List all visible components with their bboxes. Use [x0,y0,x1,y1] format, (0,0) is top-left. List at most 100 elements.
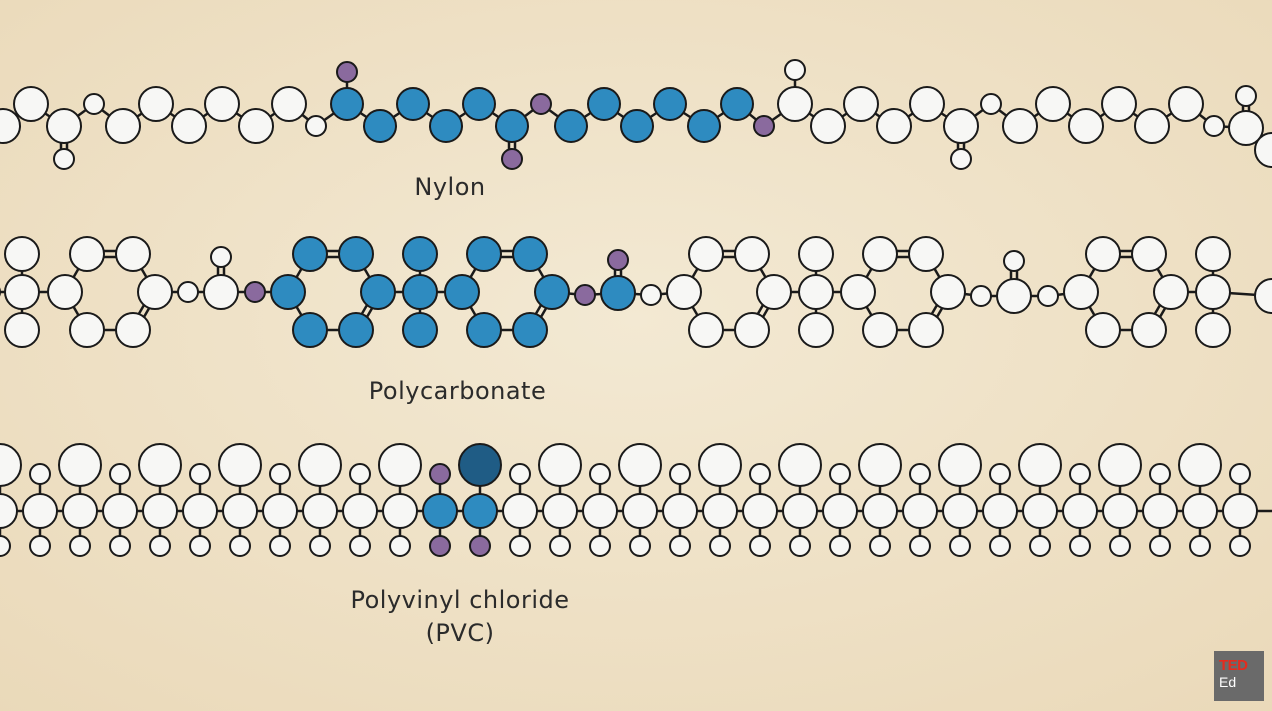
polycarbonate-atom [1037,285,1059,307]
polycarbonate-atom [1131,236,1167,272]
nylon-side-atom [1235,85,1257,107]
nylon-atom [687,109,721,143]
polycarbonate-atom [734,236,770,272]
pvc-carbon-atom [662,493,698,529]
pvc-carbon-atom [1102,493,1138,529]
polycarbonate-atom [534,274,570,310]
polycarbonate-atom [177,281,199,303]
pvc-hydrogen-atom [1229,463,1251,485]
pvc-hydrogen-atom [829,463,851,485]
pvc-hydrogen-atom [829,535,851,557]
ted-ed-logo: TED Ed [1214,651,1264,701]
polycarbonate-atom [574,284,596,306]
polycarbonate-atom [69,312,105,348]
nylon-side-atom [950,148,972,170]
polycarbonate-label: Polycarbonate [368,377,547,405]
nylon-atom [13,86,49,122]
polycarbonate-atom [466,236,502,272]
pvc-hydrogen-atom [1229,535,1251,557]
pvc-hydrogen-atom [669,535,691,557]
nylon-atom [1228,110,1264,146]
polycarbonate-atom [115,236,151,272]
nylon-atom [238,108,274,144]
pvc-hydrogen-atom [989,463,1011,485]
nylon-atom [777,86,813,122]
nylon-atom [753,115,775,137]
pvc-chlorine-atom [1098,443,1142,487]
nylon-atom [587,87,621,121]
pvc-chlorine-atom [218,443,262,487]
pvc-carbon-atom [982,493,1018,529]
pvc-chlorine-atom [138,443,182,487]
nylon-atom [909,86,945,122]
pvc-carbon-atom [622,493,658,529]
pvc-hydrogen-atom [1149,535,1171,557]
pvc-chlorine-atom [1018,443,1062,487]
pvc-hydrogen-atom [949,535,971,557]
pvc-hydrogen-atom [109,463,131,485]
polycarbonate-atom [47,274,83,310]
pvc-carbon-atom [182,493,218,529]
nylon-atom [396,87,430,121]
pvc-label-line1: Polyvinyl chloride [350,586,570,614]
polycarbonate-atom [466,312,502,348]
nylon-atom [171,108,207,144]
pvc-carbon-atom [222,493,258,529]
nylon-atom [305,115,327,137]
nylon-label: Nylon [414,173,486,201]
nylon-atom [1134,108,1170,144]
polycarbonate-atom [69,236,105,272]
pvc-chlorine-atom [0,443,22,487]
pvc-chlorine-atom [618,443,662,487]
polycarbonate-atom [244,281,266,303]
ted-logo-text: TED [1219,657,1248,674]
polycarbonate-atom [1131,312,1167,348]
pvc-hydrogen-atom [1029,535,1051,557]
polycarbonate-atom [640,284,662,306]
nylon-atom [429,109,463,143]
pvc-hydrogen-atom [309,535,331,557]
polycarbonate-atom [444,274,480,310]
pvc-hydrogen-atom [189,535,211,557]
pvc-carbon-atom [262,493,298,529]
polycarbonate-atom [756,274,792,310]
nylon-atom [462,87,496,121]
pvc-label-line2: (PVC) [425,619,495,647]
polycarbonate-atom [1195,236,1231,272]
pvc-carbon-atom [342,493,378,529]
pvc-hydrogen-atom [709,535,731,557]
nylon-atom [1068,108,1104,144]
polycarbonate-atom [798,274,834,310]
pvc-hydrogen-atom [1069,463,1091,485]
atom-layer [0,59,1272,557]
polycarbonate-side-atom [607,249,629,271]
pvc-carbon-atom [502,493,538,529]
pvc-carbon-atom [1222,493,1258,529]
polycarbonate-atom [270,274,306,310]
polycarbonate-atom [862,312,898,348]
nylon-side-atom [784,59,806,81]
pvc-hydrogen-atom [549,535,571,557]
nylon-atom [843,86,879,122]
pvc-hydrogen-atom [349,535,371,557]
pvc-chlorine-atom [538,443,582,487]
polycarbonate-atom [4,274,40,310]
ed-logo-text: Ed [1219,674,1237,690]
polycarbonate-atom [137,274,173,310]
pvc-hydrogen-atom [229,535,251,557]
polycarbonate-atom [360,274,396,310]
polycarbonate-atom [1254,278,1272,314]
pvc-hydrogen-atom [1189,535,1211,557]
pvc-hydrogen-atom [29,535,51,557]
nylon-atom [1035,86,1071,122]
pvc-carbon-atom [142,493,178,529]
pvc-hydrogen-atom [349,463,371,485]
polycarbonate-atom [203,274,239,310]
pvc-hydrogen-atom [989,535,1011,557]
polycarbonate-atom [292,236,328,272]
pvc-carbon-atom [902,493,938,529]
nylon-atom [1168,86,1204,122]
pvc-hydrogen-atom [149,535,171,557]
pvc-hydrogen-atom [189,463,211,485]
